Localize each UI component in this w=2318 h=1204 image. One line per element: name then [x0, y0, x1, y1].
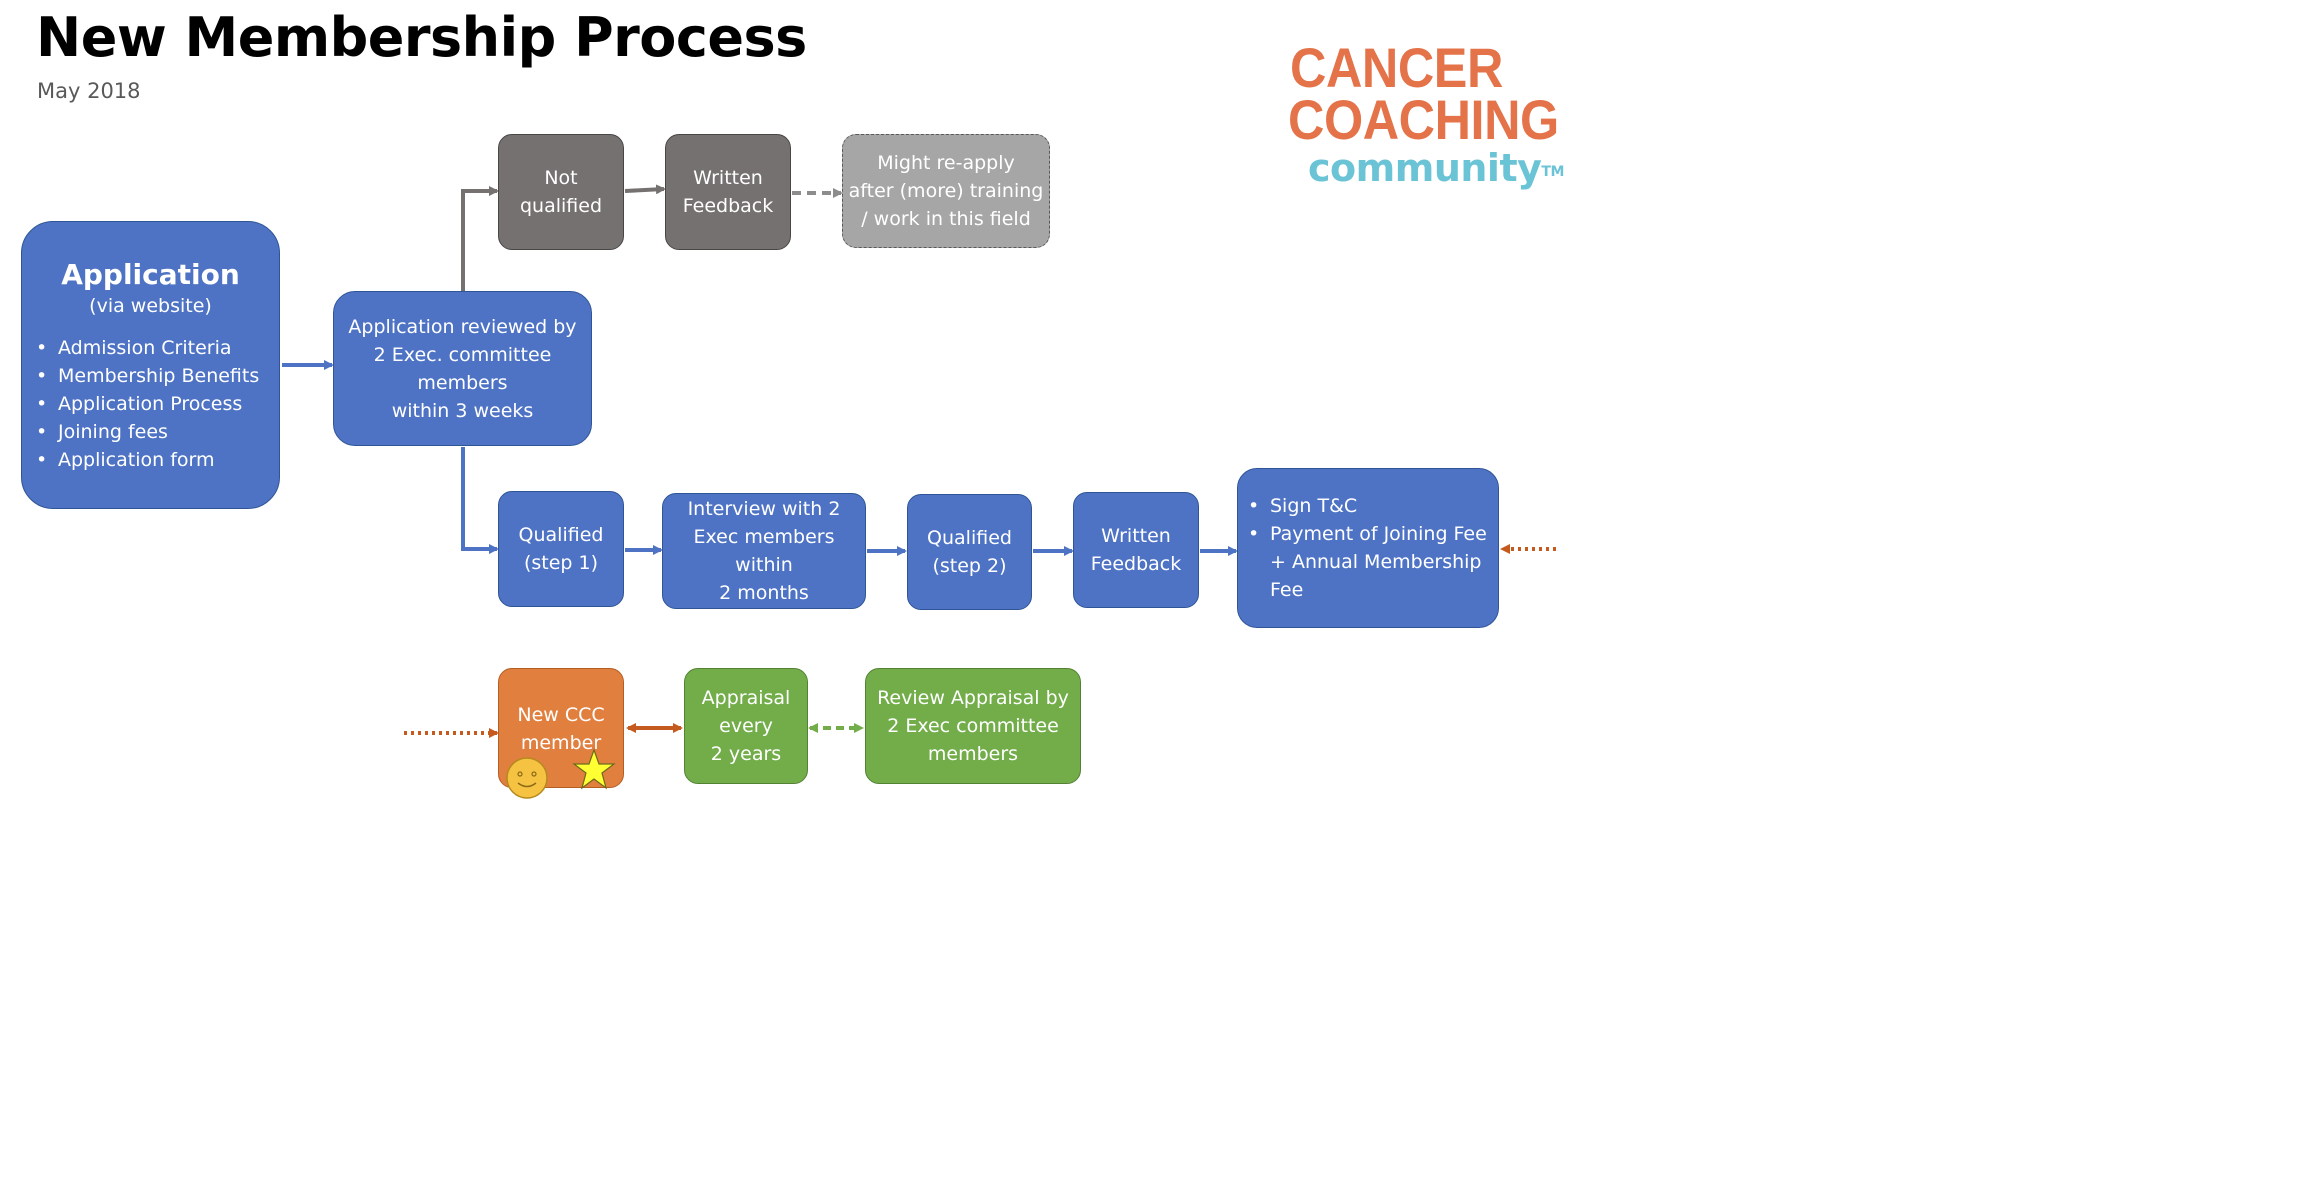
review-appraisal-line: Review Appraisal by — [877, 687, 1069, 709]
feedback-line: Feedback — [682, 195, 774, 217]
arrow-not-qualified-to-feedback — [624, 184, 666, 195]
reapply-line: Might re-apply — [877, 152, 1015, 174]
feedback-line: Feedback — [1090, 553, 1182, 575]
review-line: 2 Exec. committee — [373, 343, 552, 366]
interview-line: Interview with 2 — [687, 498, 841, 520]
sign-tc-items: Sign T&C Payment of Joining Fee + Annual… — [1246, 492, 1496, 604]
application-title: Application — [61, 258, 240, 291]
smiley-icon — [506, 757, 548, 799]
connector-arrows — [282, 184, 1556, 738]
interview-line: 2 months — [719, 582, 809, 604]
interview-line: within — [735, 554, 793, 576]
appraisal-line: Appraisal — [701, 687, 791, 709]
review-line: within 3 weeks — [391, 399, 534, 422]
qualified-step1-line: Qualified — [518, 524, 604, 546]
review-line: members — [417, 371, 508, 394]
page-title: New Membership Process — [36, 6, 807, 69]
qualified-step2-line: Qualified — [927, 527, 1012, 549]
review-node: Application reviewed by 2 Exec. committe… — [333, 291, 592, 446]
logo-trademark: TM — [1541, 164, 1564, 180]
arrow-review-to-not-qualified — [461, 186, 499, 291]
application-item: Membership Benefits — [34, 362, 259, 390]
application-item: Application form — [34, 446, 259, 474]
appraisal-node: Appraisal every 2 years — [684, 668, 808, 784]
logo-line-3: communityTM — [1308, 146, 1564, 190]
sign-tc-item: Sign T&C — [1246, 492, 1496, 520]
application-item: Joining fees — [34, 418, 259, 446]
page-date: May 2018 — [37, 79, 141, 103]
application-subtitle: (via website) — [89, 295, 212, 317]
new-member-line: New CCC — [517, 704, 605, 726]
reapply-line: after (more) training — [848, 180, 1044, 202]
qualified-step2-line: (step 2) — [932, 555, 1007, 577]
review-appraisal-node: Review Appraisal by 2 Exec committee mem… — [865, 668, 1081, 784]
review-appraisal-line: 2 Exec committee — [887, 715, 1059, 737]
review-line: Application reviewed by — [348, 315, 577, 338]
application-item: Admission Criteria — [34, 334, 259, 362]
qualified-step1-node: Qualified (step 1) — [498, 491, 624, 607]
qualified-step1-line: (step 1) — [523, 552, 599, 574]
sign-tc-node: Sign T&C Payment of Joining Fee + Annual… — [1237, 468, 1499, 628]
sign-tc-item: Payment of Joining Fee + Annual Membersh… — [1246, 520, 1496, 604]
feedback-line: Written — [693, 167, 763, 189]
qualified-step2-node: Qualified (step 2) — [907, 494, 1032, 610]
logo-line-2: COACHING — [1288, 88, 1559, 151]
application-node: Application (via website) Admission Crit… — [21, 221, 280, 509]
application-item: Application Process — [34, 390, 259, 418]
application-items: Admission Criteria Membership Benefits A… — [34, 334, 259, 474]
logo-line-1: CANCER — [1290, 36, 1503, 99]
logo-community-text: community — [1308, 146, 1542, 190]
star-icon — [572, 748, 616, 790]
feedback-line: Written — [1101, 525, 1171, 547]
arrow-review-to-qualified-step1 — [461, 447, 499, 554]
written-feedback-positive-node: Written Feedback — [1073, 492, 1199, 608]
not-qualified-line: Not — [544, 167, 578, 189]
might-reapply-node: Might re-apply after (more) training / w… — [842, 134, 1050, 248]
reapply-line: / work in this field — [861, 208, 1031, 230]
interview-line: Exec members — [693, 526, 835, 548]
written-feedback-negative-node: Written Feedback — [665, 134, 791, 250]
not-qualified-line: qualified — [519, 195, 603, 217]
appraisal-line: every — [719, 715, 773, 737]
interview-node: Interview with 2 Exec members within 2 m… — [662, 493, 866, 609]
review-appraisal-line: members — [927, 743, 1019, 765]
not-qualified-node: Not qualified — [498, 134, 624, 250]
appraisal-line: 2 years — [710, 743, 782, 765]
new-member-line: member — [520, 732, 602, 754]
cancer-coaching-community-logo: CANCER COACHING communityTM — [1288, 36, 1564, 198]
